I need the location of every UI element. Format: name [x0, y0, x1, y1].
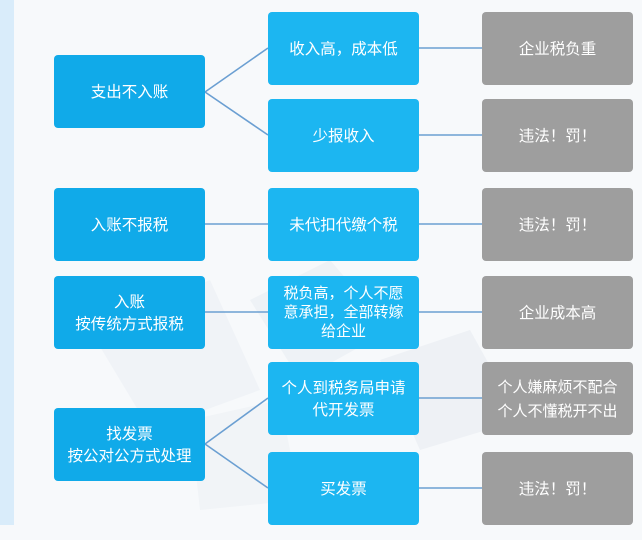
method-box-buy-invoice: 买发票 — [268, 452, 419, 525]
box-text: 企业成本高 — [518, 303, 597, 322]
connector-line — [204, 91, 269, 136]
box-text: 违法！罚！ — [518, 126, 597, 145]
category-box-booked-not-declared: 入账不报税 — [54, 188, 205, 261]
box-text: 给企业 — [320, 322, 366, 340]
connector-line — [204, 47, 269, 93]
box-text: 个人不懂税开不出 — [497, 401, 618, 420]
box-text: 代开发票 — [312, 400, 375, 419]
box-text: 收入高，成本低 — [289, 39, 398, 58]
box-text: 入账不报税 — [90, 215, 169, 234]
method-box-tax-burden-shifted: 税负高，个人不愿 意承担，全部转嫁 给企业 — [268, 276, 419, 349]
category-box-no-bookkeeping: 支出不入账 — [54, 55, 205, 128]
box-text: 个人到税务局申请 — [281, 378, 406, 397]
box-text: 意承担，全部转嫁 — [283, 303, 404, 321]
method-box-underreport-income: 少报收入 — [268, 99, 419, 172]
result-box-illegal-fine: 违法！罚！ — [482, 452, 633, 525]
category-box-traditional-declare: 入账 按传统方式报税 — [54, 276, 205, 349]
method-box-high-income-low-cost: 收入高，成本低 — [268, 12, 419, 85]
result-box-illegal-fine: 违法！罚！ — [482, 188, 633, 261]
box-text: 违法！罚！ — [518, 215, 597, 234]
box-text: 支出不入账 — [90, 82, 169, 101]
result-box-heavy-tax: 企业税负重 — [482, 12, 633, 85]
connector-line — [204, 443, 269, 489]
box-text: 入账 — [113, 292, 145, 311]
box-text: 未代扣代缴个税 — [289, 215, 398, 234]
box-text: 按传统方式报税 — [75, 314, 184, 333]
result-box-illegal-fine: 违法！罚！ — [482, 99, 633, 172]
box-text: 税负高，个人不愿 — [283, 284, 404, 302]
left-accent-bar — [0, 0, 14, 525]
box-text: 违法！罚！ — [518, 479, 597, 498]
category-box-find-invoice: 找发票 按公对公方式处理 — [54, 408, 205, 481]
connector-line — [204, 397, 269, 445]
method-box-no-withholding: 未代扣代缴个税 — [268, 188, 419, 261]
box-text: 找发票 — [106, 424, 153, 443]
box-text: 个人嫌麻烦不配合 — [497, 377, 618, 396]
box-text: 买发票 — [320, 479, 367, 498]
method-box-apply-invoice: 个人到税务局申请 代开发票 — [268, 362, 419, 435]
box-text: 少报收入 — [312, 126, 375, 145]
box-text: 企业税负重 — [518, 39, 597, 58]
result-box-high-cost: 企业成本高 — [482, 276, 633, 349]
result-box-uncooperative: 个人嫌麻烦不配合 个人不懂税开不出 — [482, 362, 633, 435]
box-text: 按公对公方式处理 — [67, 446, 192, 465]
